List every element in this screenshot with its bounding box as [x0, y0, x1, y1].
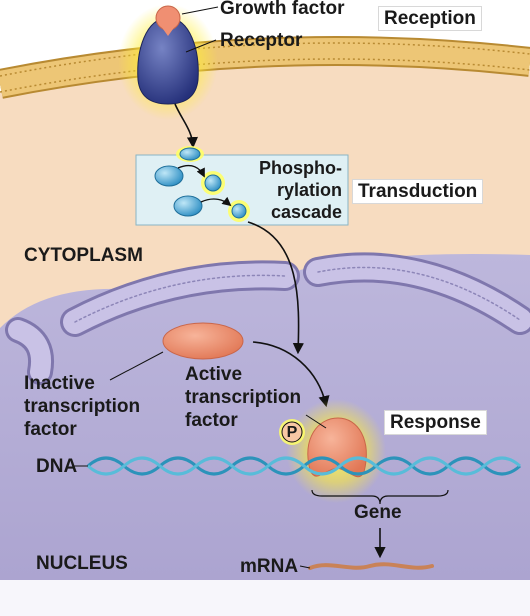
cytoplasm-label: CYTOPLASM [24, 245, 143, 266]
nucleus-region [0, 254, 530, 616]
growth-factor-label: Growth factor [220, 0, 345, 19]
mrna-label: mRNA [240, 556, 299, 577]
inactive-transcription-factor [162, 322, 244, 360]
active-transcription-factor [286, 399, 386, 503]
bottom-margin [0, 580, 530, 616]
dna-helix [87, 456, 521, 476]
dna-label: DNA [36, 456, 78, 477]
plasma-membrane [0, 36, 530, 99]
inactive-tf-line-2: transcription [24, 396, 141, 417]
arrow-to-cascade [174, 103, 199, 149]
active-tf-leader [305, 414, 327, 429]
receptor-leader [185, 39, 217, 53]
growth-factor-leader [181, 6, 219, 15]
active-tf-line-2: transcription [185, 387, 302, 408]
kinase-cascade [154, 146, 250, 222]
gene-bracket [311, 489, 449, 505]
inactive-tf-line-3: factor [24, 419, 77, 440]
inactive-tf-line-1: Inactive [24, 373, 95, 394]
phosphorylation-line-1: Phospho- [259, 158, 342, 178]
phosphorylation-line-2: rylation [276, 180, 342, 200]
active-tf-line-3: factor [185, 410, 238, 431]
mrna-leader [299, 565, 311, 569]
response-stage-label: Response [384, 410, 487, 435]
receptor-label: Receptor [220, 30, 303, 51]
reception-stage-label: Reception [378, 6, 482, 31]
receptor [118, 4, 218, 120]
arrow-to-active-tf [252, 341, 330, 408]
active-tf-line-1: Active [185, 364, 243, 385]
growth-factor [155, 5, 181, 36]
phosphate-group [279, 419, 305, 445]
nucleus-label: NUCLEUS [36, 553, 128, 574]
phosphate-label: P [286, 424, 298, 441]
arrow-to-nucleus [247, 221, 304, 355]
inactive-tf-leader [109, 351, 164, 381]
transduction-stage-label: Transduction [352, 179, 484, 204]
nuclear-envelope [5, 252, 530, 385]
gene-label: Gene [354, 502, 402, 523]
mrna-strand [308, 562, 434, 570]
phosphorylation-line-3: cascade [270, 202, 342, 222]
